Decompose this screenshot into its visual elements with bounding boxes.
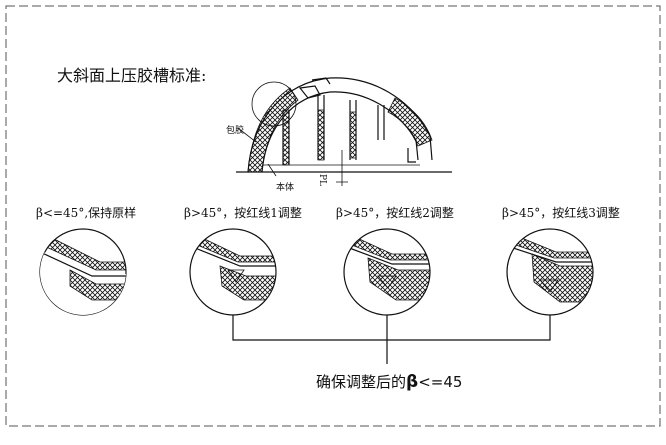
detail-circle-1 xyxy=(39,228,127,316)
page-frame xyxy=(5,5,661,427)
detail-circle-4 xyxy=(506,228,594,316)
label-wrap: 包胶 xyxy=(226,126,245,136)
footer-beta: β xyxy=(406,372,419,392)
footer-cond: <=45 xyxy=(418,373,463,391)
main-section-drawing xyxy=(236,77,452,186)
detail-label-4: β>45°，按红线3调整 xyxy=(502,206,620,220)
label-body: 本体 xyxy=(276,183,295,193)
detail-label-1: β<=45°,保持原样 xyxy=(36,206,137,220)
detail-circle-2 xyxy=(189,228,277,316)
page-title: 大斜面上压胶槽标准: xyxy=(57,66,207,85)
detail-label-3: β>45°，按红线2调整 xyxy=(336,206,454,220)
detail-label-2: β>45°，按红线1调整 xyxy=(184,206,302,220)
detail-circle-3 xyxy=(343,228,431,316)
bracket-connector xyxy=(232,315,551,364)
footer-caption: 确保调整后的β<=45 xyxy=(316,371,462,392)
label-pl: PL xyxy=(317,174,327,187)
footer-text: 确保调整后的 xyxy=(316,373,407,391)
